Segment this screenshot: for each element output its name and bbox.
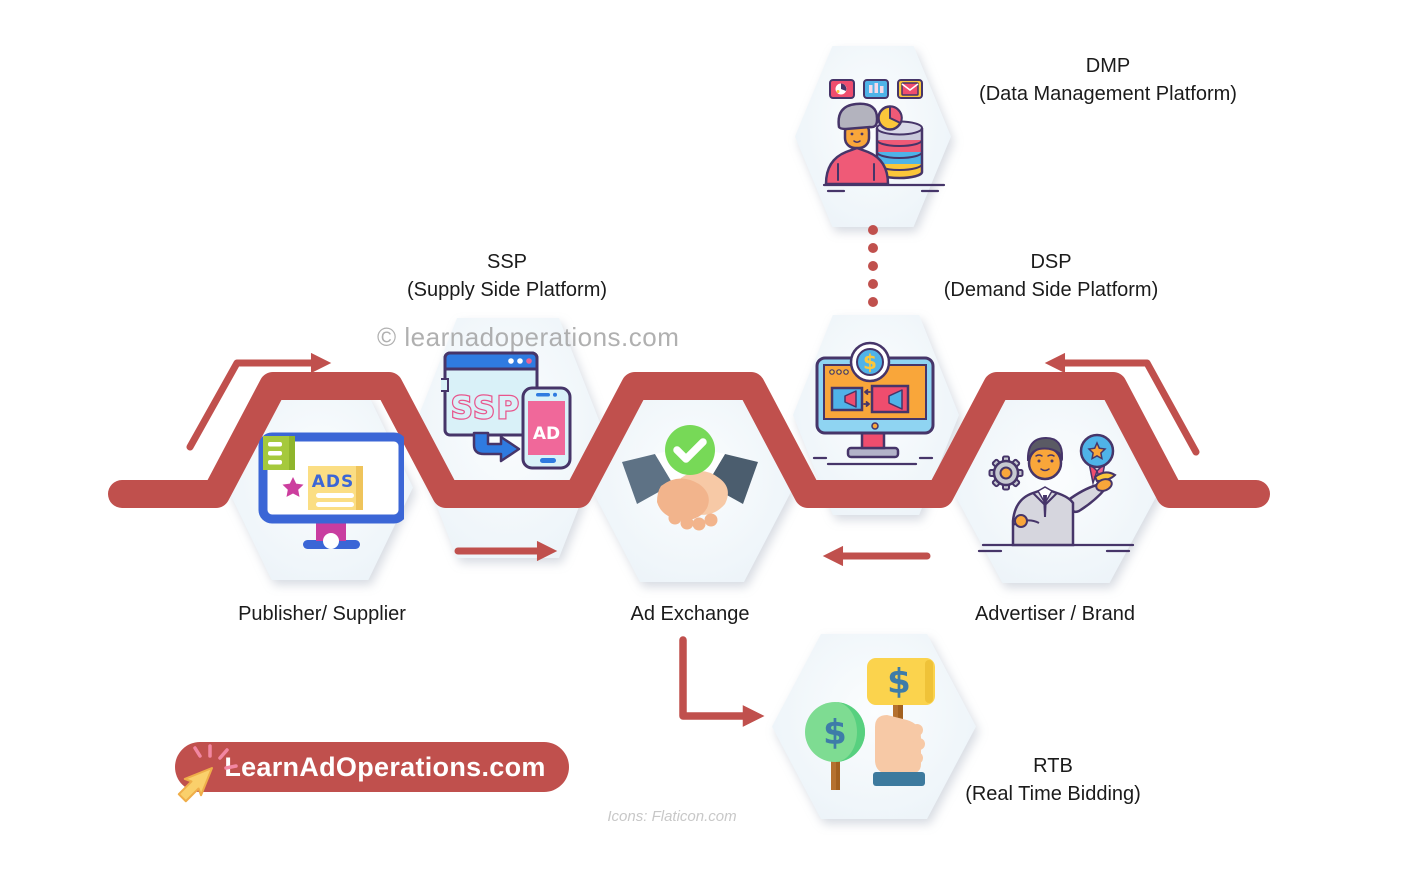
money-tree: $ — [805, 702, 865, 790]
ssp-window-text: SSP — [451, 391, 521, 426]
phone-ad-text: AD — [533, 424, 560, 444]
money-tree-auction-paddle-icon: $ $ — [805, 658, 935, 790]
coin-dollar-text: $ — [863, 350, 877, 374]
ads-on-monitor-icon: ADS — [258, 432, 404, 549]
label-rtb: RTB (Real Time Bidding) — [883, 752, 1223, 808]
analyst-with-database-icon — [822, 79, 946, 193]
ad-box-left — [830, 386, 864, 412]
analyst-person — [824, 102, 890, 186]
desk-line — [822, 183, 946, 193]
app-tile-mail-icon — [897, 79, 923, 99]
ground-line — [812, 456, 934, 466]
site-logo-text: LearnAdOperations.com — [224, 751, 546, 782]
monitor-stand — [860, 431, 886, 450]
app-tile-pie-icon — [829, 79, 855, 99]
label-dmp-abbr: DMP — [1085, 55, 1131, 77]
label-ssp: SSP (Supply Side Platform) — [337, 248, 677, 304]
label-publisher: Publisher/ Supplier — [238, 603, 406, 625]
pie-chart-icon — [877, 105, 903, 131]
cursor-click-icon — [177, 744, 238, 803]
gear-icon — [988, 455, 1024, 491]
label-ad-exchange: Ad Exchange — [630, 603, 750, 625]
handshake-approved-icon — [622, 425, 758, 531]
paddle-dollar-text: $ — [887, 662, 911, 702]
label-dsp-abbr: DSP — [1030, 251, 1072, 273]
phone-with-ad: AD — [521, 386, 572, 470]
dollar-ad-monitor-icon: $ — [812, 341, 935, 466]
label-rtb-full: (Real Time Bidding) — [965, 783, 1141, 805]
icons-credit-text: Icons: Flaticon.com — [607, 808, 737, 825]
blue-elbow-arrow — [472, 431, 521, 463]
label-ssp-full: (Supply Side Platform) — [406, 279, 608, 301]
arrow-adexchange-to-rtb — [679, 636, 765, 727]
ads-text: ADS — [312, 472, 355, 492]
ads-card: ADS — [308, 466, 363, 510]
app-tile-bars-icon — [863, 79, 889, 99]
label-rtb-abbr: RTB — [1033, 755, 1073, 777]
label-dsp: DSP (Demand Side Platform) — [881, 248, 1221, 304]
hexagon-dmp-shape — [795, 46, 951, 227]
cursor-arrow — [177, 767, 213, 803]
label-ssp-abbr: SSP — [486, 251, 528, 273]
dollar-coin: $ — [849, 341, 891, 383]
businessman-gear-award-icon — [977, 433, 1135, 553]
site-logo-pill: LearnAdOperations.com — [175, 742, 569, 792]
tree-dollar-text: $ — [823, 713, 847, 753]
click-sparks — [193, 744, 238, 770]
monitor-base — [846, 446, 900, 459]
ad-box-right — [870, 384, 910, 414]
watermark-text: © learnadoperations.com — [377, 322, 680, 352]
document-icon — [263, 436, 295, 470]
label-dmp-full: (Data Management Platform) — [979, 83, 1237, 105]
label-dsp-full: (Demand Side Platform) — [943, 279, 1159, 301]
stand-arch — [323, 533, 339, 549]
dotted-link-dmp-dsp — [868, 225, 878, 307]
label-dmp: DMP (Data Management Platform) — [938, 52, 1278, 108]
checkmark-badge — [665, 425, 715, 475]
hexagon-dmp — [795, 46, 951, 227]
bidding-hand — [873, 715, 925, 786]
label-advertiser: Advertiser / Brand — [974, 603, 1136, 625]
ssp-browser-to-phone-ad-icon: SSP AD — [441, 351, 572, 470]
